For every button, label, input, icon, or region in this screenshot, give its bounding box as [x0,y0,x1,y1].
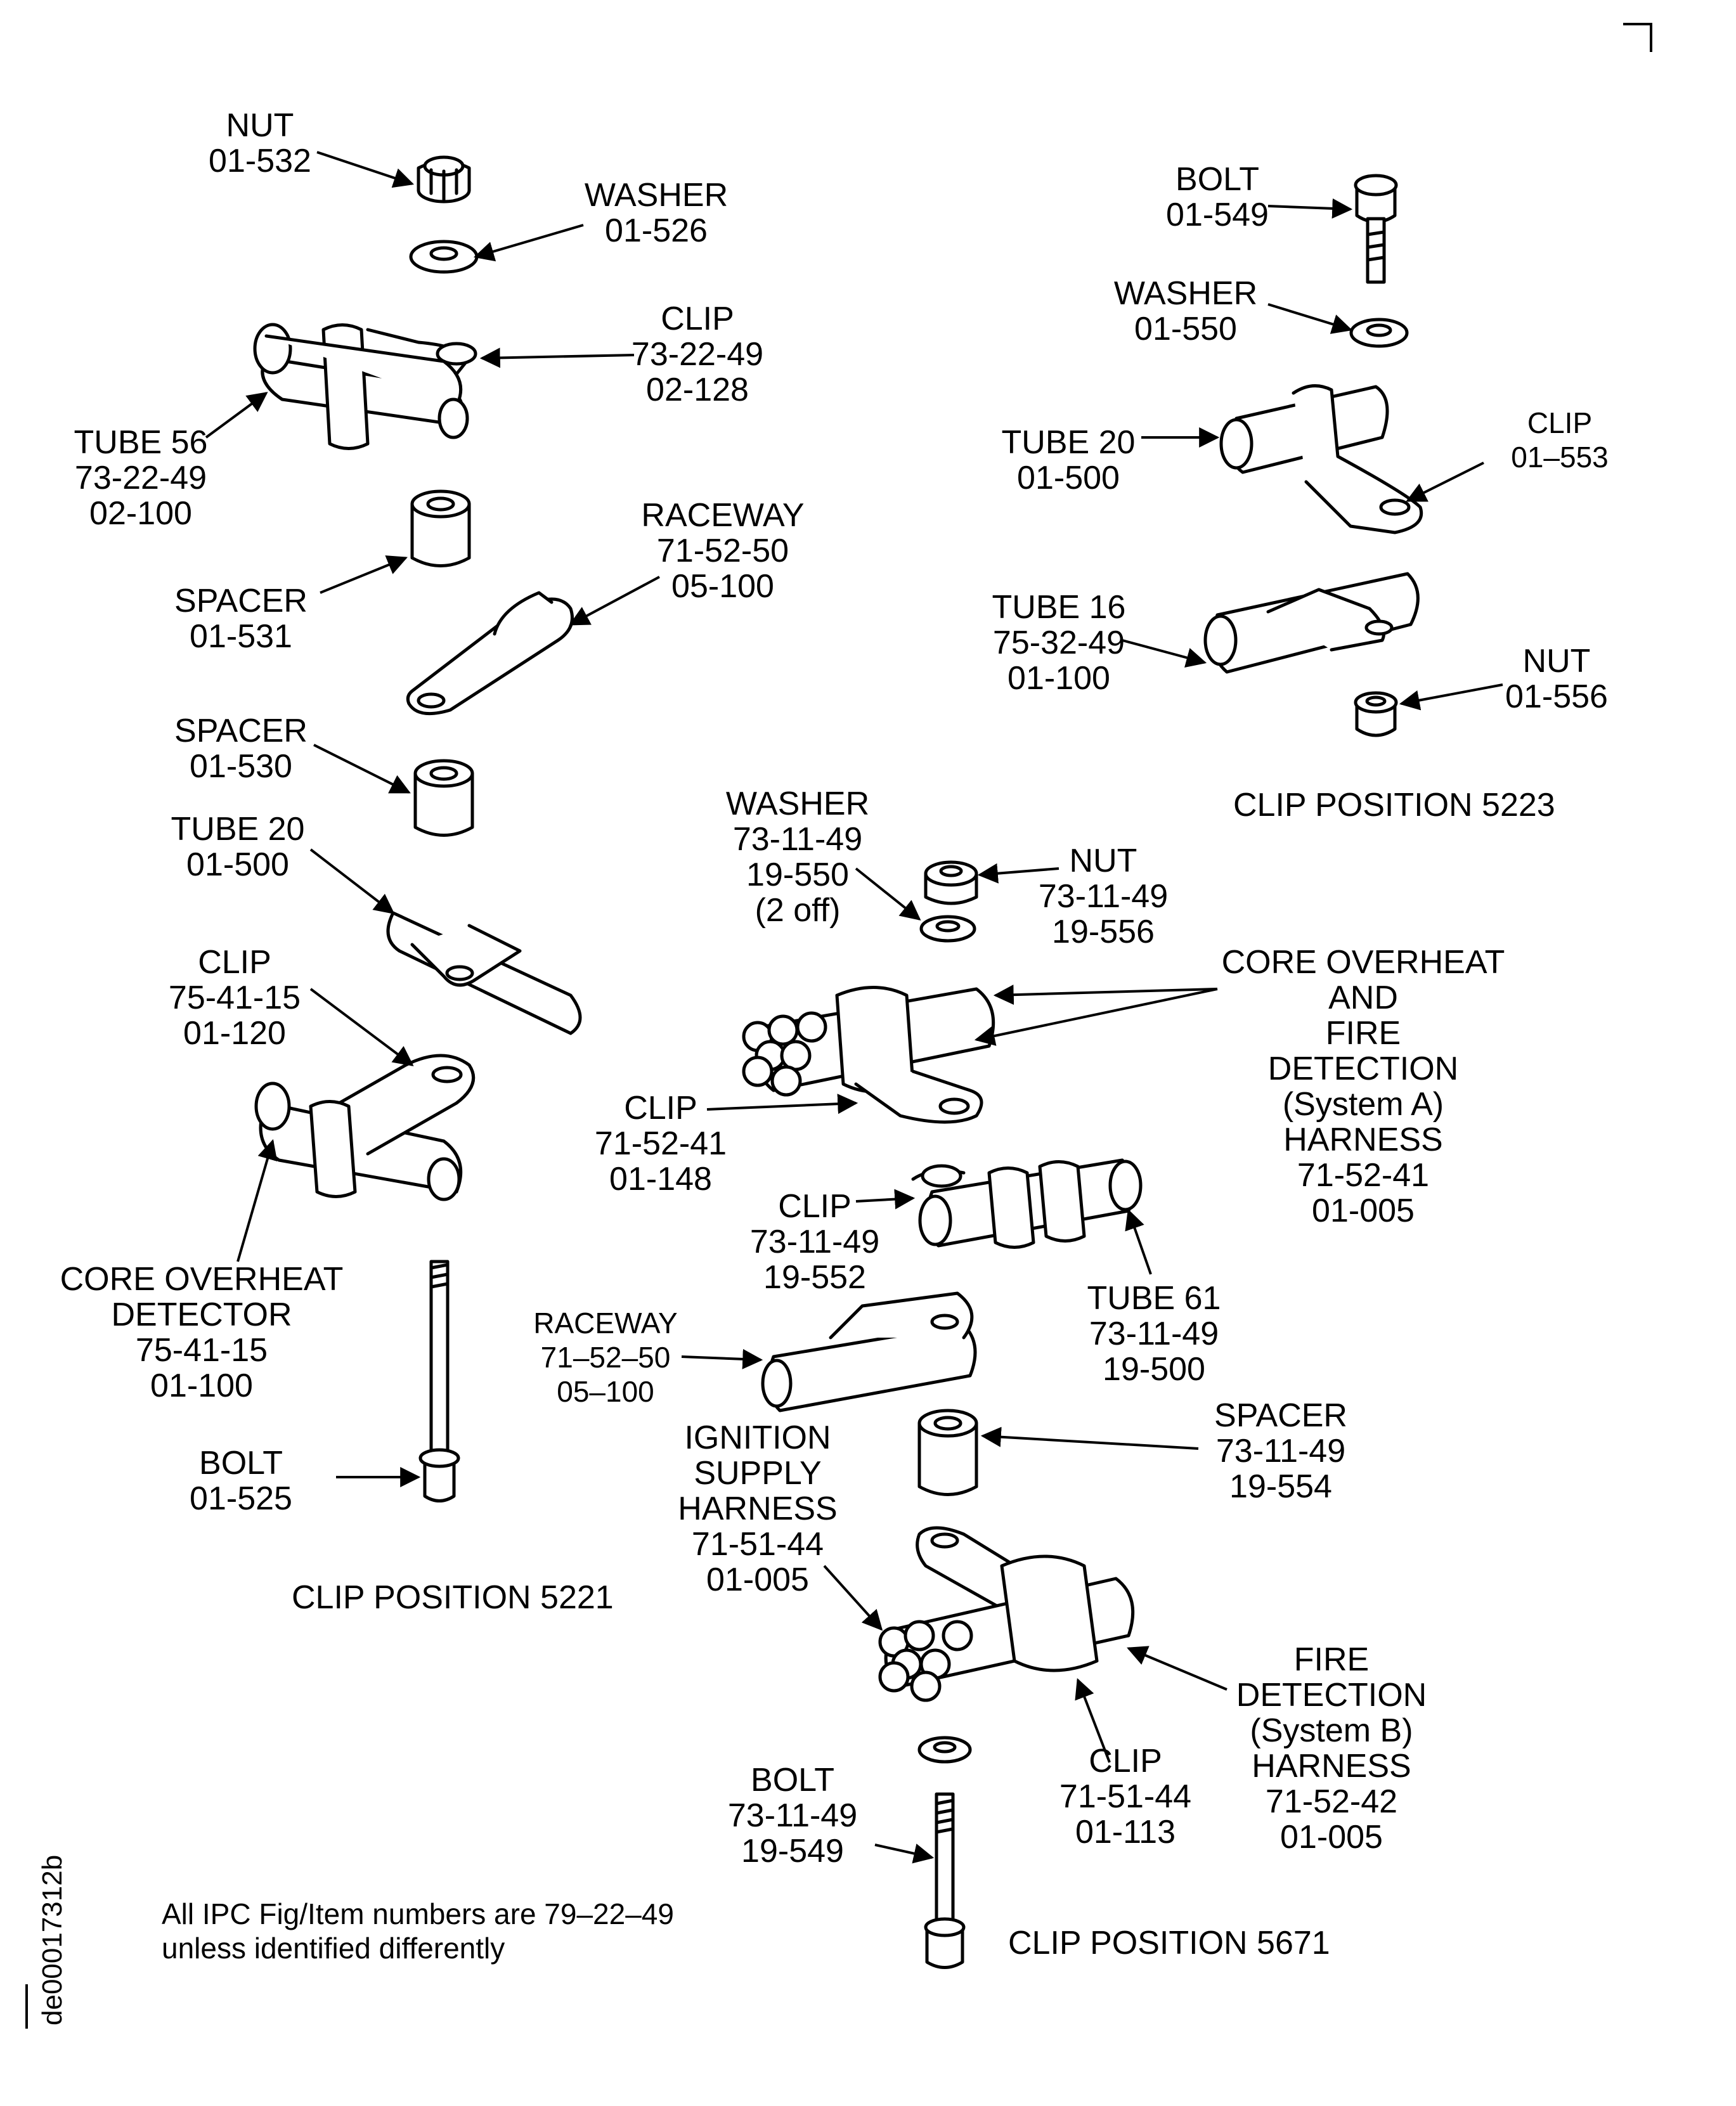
caption-clip-position-5671: CLIP POSITION 5671 [1008,1925,1330,1961]
raceway-5671-part [761,1291,977,1412]
harness-b-clip-part [878,1526,1135,1702]
bolt-549-part [1354,174,1398,284]
corner-mark-bottom [25,1984,42,2029]
nut-556-part [1354,691,1398,737]
bolt-525-part [418,1260,460,1502]
spacer-531-part [410,489,471,567]
washer-526-part [409,240,479,274]
corner-mark [1623,23,1652,52]
bolt-7311-part [924,1792,966,1969]
caption-clip-position-5221: CLIP POSITION 5221 [292,1579,614,1616]
tube20-5221-part [386,911,582,1035]
spacer-554-part [917,1409,978,1496]
washer-550-part [1349,318,1409,348]
raceway-5221-part [406,591,574,716]
washer-7311-part [919,915,976,943]
tube16-part [1203,572,1420,674]
tube61-clip-part [911,1158,1143,1249]
clip-754115-part [254,1054,476,1201]
clip-tube56-part [253,323,477,450]
harness-a-clip-part [742,986,995,1124]
clip-553-part [1219,384,1423,534]
washer-7311-lower-part [917,1736,972,1764]
nut-7311-part [924,860,978,905]
spacer-530-part [413,759,474,837]
nut-532-part [417,155,471,203]
caption-clip-position-5223: CLIP POSITION 5223 [1233,787,1555,824]
